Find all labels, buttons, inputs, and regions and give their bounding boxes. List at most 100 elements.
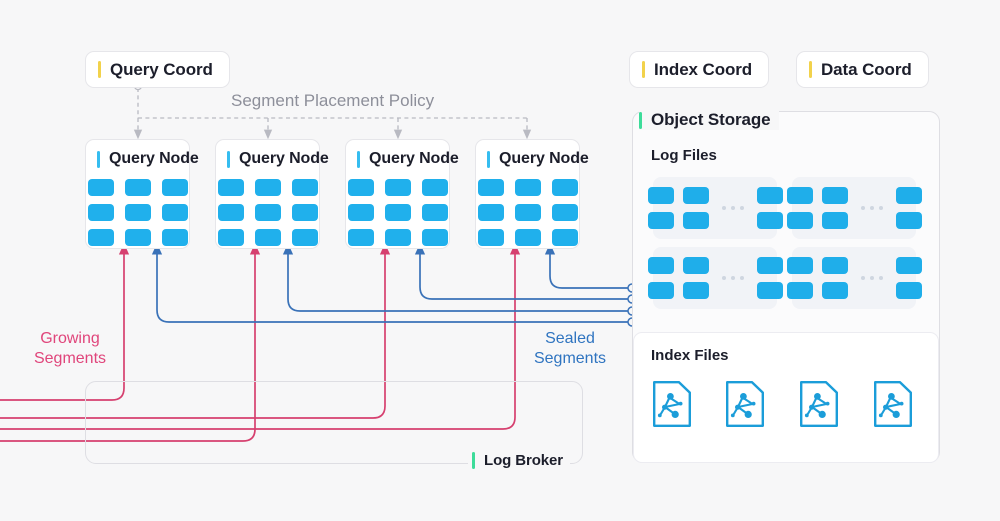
sealed-segments-label: Sealed Segments	[510, 329, 630, 370]
segment-block	[514, 204, 541, 221]
segment-block	[551, 204, 578, 221]
segment-block	[347, 179, 374, 196]
query-node-3[interactable]: Query Node	[345, 139, 459, 249]
log-broker-title: Log Broker	[468, 452, 571, 469]
segment-grid	[347, 179, 448, 246]
query-node-label: Query Node	[109, 150, 199, 167]
index-coord-label: Index Coord	[654, 59, 753, 79]
log-chunk	[786, 257, 813, 274]
ellipsis-icon	[857, 276, 887, 280]
accent-bar-blue	[357, 150, 360, 168]
segment-block	[217, 204, 244, 221]
accent-bar-yellow	[809, 61, 812, 78]
segment-block	[87, 179, 114, 196]
accent-bar-green	[639, 111, 642, 129]
log-file-column	[895, 187, 922, 229]
log-file-block-1[interactable]	[647, 177, 783, 239]
segment-placement-policy-label: Segment Placement Policy	[231, 91, 435, 110]
segment-block	[551, 229, 578, 246]
log-chunk	[786, 187, 813, 204]
query-node-label: Query Node	[369, 150, 459, 167]
query-node-4[interactable]: Query Node	[475, 139, 589, 249]
segment-block	[384, 179, 411, 196]
log-file-column	[647, 187, 674, 229]
log-chunk	[821, 257, 848, 274]
query-node-label: Query Node	[499, 150, 589, 167]
segment-block	[551, 179, 578, 196]
index-file-graph-icon	[874, 381, 912, 427]
log-file-column	[756, 257, 783, 299]
growing-segments-line-2: Segments	[33, 350, 107, 368]
log-chunk	[682, 212, 709, 229]
segment-block	[477, 179, 504, 196]
growing-segments-label: Growing Segments	[10, 329, 130, 370]
segment-block	[347, 204, 374, 221]
log-chunk	[647, 187, 674, 204]
log-chunk	[895, 257, 922, 274]
segment-block	[217, 179, 244, 196]
log-chunk	[895, 282, 922, 299]
accent-bar-yellow	[642, 61, 645, 78]
segment-grid	[217, 179, 318, 246]
log-chunk	[786, 212, 813, 229]
log-chunk	[647, 257, 674, 274]
log-chunk	[895, 212, 922, 229]
index-coord-card[interactable]: Index Coord	[629, 51, 770, 88]
log-file-column	[786, 187, 813, 229]
segment-block	[477, 229, 504, 246]
log-chunk	[821, 212, 848, 229]
data-coord-label: Data Coord	[821, 59, 912, 79]
sealed-segments-line-2: Segments	[533, 350, 607, 368]
index-file-1[interactable]	[652, 380, 692, 433]
query-node-1[interactable]: Query Node	[85, 139, 199, 249]
log-broker-card[interactable]	[85, 381, 583, 464]
segment-block	[421, 204, 448, 221]
segment-grid	[87, 179, 188, 246]
object-storage-label: Object Storage	[651, 110, 771, 129]
data-coord-card[interactable]: Data Coord	[796, 51, 929, 88]
segment-block	[254, 204, 281, 221]
accent-bar-blue	[487, 150, 490, 168]
segment-block	[384, 204, 411, 221]
accent-bar-green	[472, 452, 475, 469]
growing-segments-line-1: Growing	[40, 330, 100, 347]
index-file-graph-icon	[653, 381, 691, 427]
query-node-2[interactable]: Query Node	[215, 139, 329, 249]
ellipsis-icon	[857, 206, 887, 210]
log-chunk	[786, 282, 813, 299]
segment-block	[217, 229, 244, 246]
segment-block	[87, 204, 114, 221]
accent-bar-blue	[227, 150, 230, 168]
accent-bar-blue	[97, 150, 100, 168]
log-chunk	[756, 257, 783, 274]
query-node-label: Query Node	[239, 150, 329, 167]
log-file-block-4[interactable]	[786, 247, 922, 309]
log-file-block-2[interactable]	[786, 177, 922, 239]
log-files-label: Log Files	[651, 147, 717, 164]
log-file-column	[821, 187, 848, 229]
index-file-2[interactable]	[725, 380, 765, 433]
segment-block	[161, 229, 188, 246]
sealed-segments-line-1: Sealed	[545, 330, 595, 347]
segment-block	[161, 179, 188, 196]
query-coord-card[interactable]: Query Coord	[85, 51, 230, 88]
index-file-3[interactable]	[799, 380, 839, 433]
log-chunk	[682, 282, 709, 299]
object-storage-title: Object Storage	[639, 110, 779, 130]
segment-block	[124, 179, 151, 196]
log-chunk	[821, 187, 848, 204]
index-file-graph-icon	[800, 381, 838, 427]
log-broker-label: Log Broker	[484, 452, 564, 469]
log-chunk	[682, 257, 709, 274]
segment-block	[124, 204, 151, 221]
segment-block	[421, 229, 448, 246]
index-file-graph-icon	[726, 381, 764, 427]
log-chunk	[756, 282, 783, 299]
log-file-block-3[interactable]	[647, 247, 783, 309]
segment-block	[384, 229, 411, 246]
sealed-segment-connectors	[151, 243, 628, 323]
index-files-panel[interactable]	[633, 332, 939, 463]
index-file-4[interactable]	[873, 380, 913, 433]
log-chunk	[756, 212, 783, 229]
